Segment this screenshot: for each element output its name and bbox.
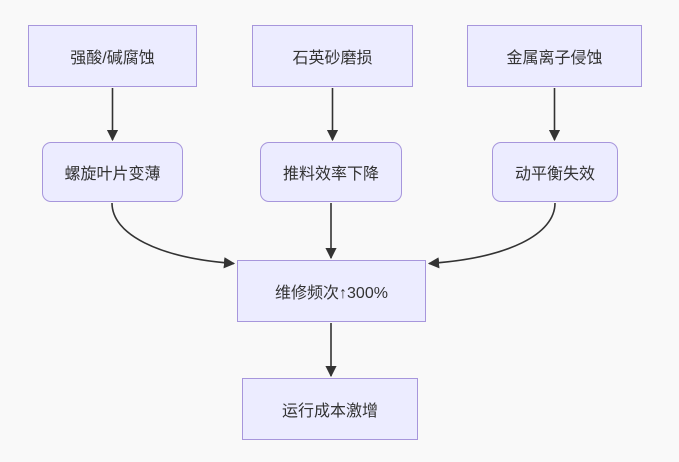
node-label: 运行成本激增 xyxy=(281,403,378,420)
node-pushing-efficiency-drop: 推料效率下降 xyxy=(260,142,402,202)
node-label: 动平衡失效 xyxy=(514,166,595,183)
node-label: 螺旋叶片变薄 xyxy=(64,166,161,183)
node-label: 推料效率下降 xyxy=(282,166,379,183)
node-dynamic-balance-failure: 动平衡失效 xyxy=(492,142,618,202)
node-label: 强酸/碱腐蚀 xyxy=(70,50,155,67)
node-metal-ion-erosion: 金属离子侵蚀 xyxy=(467,25,642,87)
node-repair-frequency-up-300: 维修频次↑300% xyxy=(237,260,426,322)
node-label: 石英砂磨损 xyxy=(292,50,373,67)
node-acid-corrosion: 强酸/碱腐蚀 xyxy=(28,25,197,87)
node-label: 金属离子侵蚀 xyxy=(506,50,603,67)
node-quartz-sand-wear: 石英砂磨损 xyxy=(252,25,413,87)
edge-balance-to-repair xyxy=(427,202,556,269)
node-spiral-blade-thinning: 螺旋叶片变薄 xyxy=(42,142,183,202)
node-operating-cost-surge: 运行成本激增 xyxy=(242,378,418,440)
node-label: 维修频次↑300% xyxy=(275,285,388,302)
edge-blade-to-repair xyxy=(111,202,236,269)
